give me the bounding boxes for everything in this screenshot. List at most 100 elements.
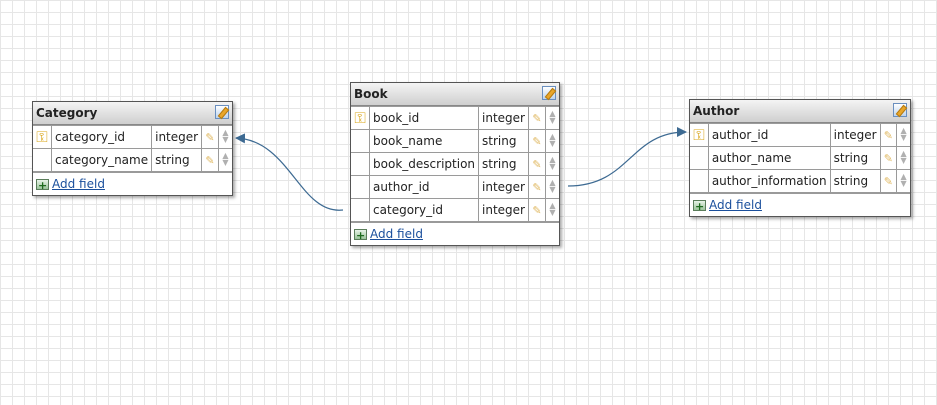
updown-icon[interactable]: ▲▼ [222, 151, 229, 167]
field-type[interactable]: string [478, 152, 529, 176]
field-name[interactable]: book_id [369, 106, 480, 130]
field-type[interactable]: string [478, 129, 529, 153]
reorder-cell: ▲▼ [544, 198, 559, 222]
pencil-icon[interactable]: ✎ [883, 174, 894, 188]
field-type[interactable]: string [829, 169, 881, 193]
field-key-cell [351, 129, 371, 153]
reorder-cell: ▲▼ [896, 146, 910, 170]
field-name[interactable]: category_id [369, 198, 480, 222]
field-key-cell [351, 175, 371, 199]
field-name[interactable]: author_name [707, 146, 831, 170]
add-field-row: Add field [690, 193, 910, 218]
updown-icon[interactable]: ▲▼ [900, 172, 907, 188]
field-key-cell: ⚿ [351, 106, 371, 130]
add-field-link[interactable]: Add field [709, 198, 762, 212]
edit-table-icon[interactable] [542, 86, 556, 100]
field-key-cell [690, 169, 709, 193]
edit-field-cell: ✎ [201, 125, 219, 149]
key-icon: ⚿ [693, 126, 705, 144]
field-name[interactable]: book_description [369, 152, 480, 176]
relation-book-category[interactable] [235, 133, 344, 211]
table-header[interactable]: Category [33, 102, 232, 125]
pencil-icon[interactable]: ✎ [532, 134, 542, 148]
add-field-icon[interactable] [693, 196, 706, 218]
updown-icon[interactable]: ▲▼ [549, 109, 556, 125]
reorder-cell: ▲▼ [896, 169, 910, 193]
pencil-icon[interactable]: ✎ [532, 203, 542, 217]
field-name[interactable]: author_information [707, 169, 831, 193]
field-type[interactable]: string [829, 146, 881, 170]
field-name[interactable]: author_id [707, 123, 831, 147]
add-field-icon[interactable] [354, 225, 367, 247]
reorder-cell: ▲▼ [544, 106, 559, 130]
key-icon: ⚿ [36, 128, 48, 146]
pencil-icon[interactable]: ✎ [883, 151, 894, 165]
field-type[interactable]: integer [829, 123, 881, 147]
updown-icon[interactable]: ▲▼ [222, 128, 229, 144]
updown-icon[interactable]: ▲▼ [900, 126, 907, 142]
reorder-cell: ▲▼ [544, 129, 559, 153]
pencil-icon[interactable]: ✎ [205, 130, 215, 144]
field-name[interactable]: category_name [51, 148, 153, 172]
field-name[interactable]: book_name [369, 129, 480, 153]
edit-table-icon[interactable] [893, 103, 907, 117]
pencil-icon[interactable]: ✎ [883, 128, 894, 142]
field-key-cell [690, 146, 709, 170]
edit-field-cell: ✎ [528, 106, 546, 130]
add-field-link[interactable]: Add field [370, 227, 423, 241]
table-title: Author [693, 104, 740, 118]
reorder-cell: ▲▼ [217, 125, 232, 149]
updown-icon[interactable]: ▲▼ [549, 132, 556, 148]
updown-icon[interactable]: ▲▼ [549, 155, 556, 171]
key-icon: ⚿ [354, 109, 366, 127]
field-key-cell: ⚿ [690, 123, 709, 147]
updown-icon[interactable]: ▲▼ [549, 201, 556, 217]
edit-field-cell: ✎ [528, 175, 546, 199]
field-type[interactable]: integer [478, 106, 529, 130]
reorder-cell: ▲▼ [896, 123, 910, 147]
add-field-icon[interactable] [36, 175, 49, 197]
relation-book-author[interactable] [567, 127, 687, 187]
pencil-icon[interactable]: ✎ [532, 111, 542, 125]
field-type[interactable]: integer [151, 125, 203, 149]
updown-icon[interactable]: ▲▼ [900, 149, 907, 165]
field-type[interactable]: integer [478, 198, 529, 222]
table-header[interactable]: Author [690, 100, 910, 123]
field-key-cell: ⚿ [33, 125, 53, 149]
reorder-cell: ▲▼ [544, 152, 559, 176]
reorder-cell: ▲▼ [217, 148, 232, 172]
field-key-cell [33, 148, 53, 172]
table-title: Book [354, 87, 388, 101]
updown-icon[interactable]: ▲▼ [549, 178, 556, 194]
edit-table-icon[interactable] [215, 105, 229, 119]
pencil-icon[interactable]: ✎ [532, 157, 542, 171]
table-title: Category [36, 106, 98, 120]
field-name[interactable]: category_id [51, 125, 153, 149]
edit-field-cell: ✎ [528, 129, 546, 153]
field-type[interactable]: integer [478, 175, 529, 199]
field-name[interactable]: author_id [369, 175, 480, 199]
edit-field-cell: ✎ [879, 169, 898, 193]
pencil-icon[interactable]: ✎ [532, 180, 542, 194]
edit-field-cell: ✎ [201, 148, 219, 172]
field-type[interactable]: string [151, 148, 203, 172]
pencil-icon[interactable]: ✎ [205, 153, 215, 167]
add-field-link[interactable]: Add field [52, 177, 105, 191]
table-header[interactable]: Book [351, 83, 559, 106]
